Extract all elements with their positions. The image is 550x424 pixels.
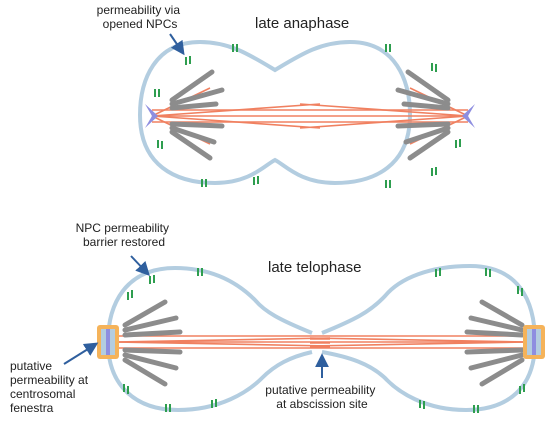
- anaphase-npc-annotation: permeability via opened NPCs: [97, 3, 184, 31]
- telophase-top-line-1: NPC permeability: [76, 221, 169, 235]
- telophase-right-centrosome: [523, 325, 545, 359]
- telophase-chromosomes: [122, 299, 525, 387]
- anaphase-centrosomes: [145, 104, 475, 128]
- telophase-left-line-1: putative: [10, 359, 52, 373]
- telophase-fenestra-annotation: putative permeability at centrosomal fen…: [10, 359, 91, 415]
- telophase-top-line-2: barrier restored: [83, 235, 165, 249]
- anaphase-nuclear-envelope: [137, 39, 413, 186]
- anaphase-npc-marks: [154, 44, 461, 188]
- telophase-npc-arrow: [130, 255, 150, 277]
- telophase-spindle: [117, 335, 529, 349]
- telophase-panel: late telophase NPC permeability barrier …: [10, 221, 545, 415]
- telophase-left-centrosome: [97, 325, 119, 359]
- anaphase-panel: late anaphase permeability via opened NP…: [97, 3, 475, 188]
- telophase-bottom-line-1: putative permeability: [265, 383, 375, 397]
- telophase-left-line-4: fenestra: [10, 401, 54, 415]
- telophase-midbody: [310, 338, 330, 348]
- anaphase-annotation-line-1: permeability via: [97, 3, 181, 17]
- anaphase-annotation-line-2: opened NPCs: [103, 17, 178, 31]
- telophase-left-line-2: permeability at: [10, 373, 89, 387]
- telophase-left-line-3: centrosomal: [10, 387, 75, 401]
- anaphase-chromosomes: [169, 69, 451, 161]
- anaphase-title: late anaphase: [255, 15, 349, 32]
- anaphase-spindle: [151, 87, 469, 145]
- telophase-bottom-line-2: at abscission site: [276, 397, 368, 411]
- telophase-npc-annotation: NPC permeability barrier restored: [76, 221, 173, 249]
- telophase-npc-marks: [123, 268, 525, 413]
- telophase-title: late telophase: [268, 259, 361, 276]
- telophase-fenestra-arrow: [63, 342, 99, 365]
- telophase-abscission-annotation: putative permeability at abscission site: [265, 383, 378, 411]
- anaphase-npc-arrow: [169, 33, 185, 56]
